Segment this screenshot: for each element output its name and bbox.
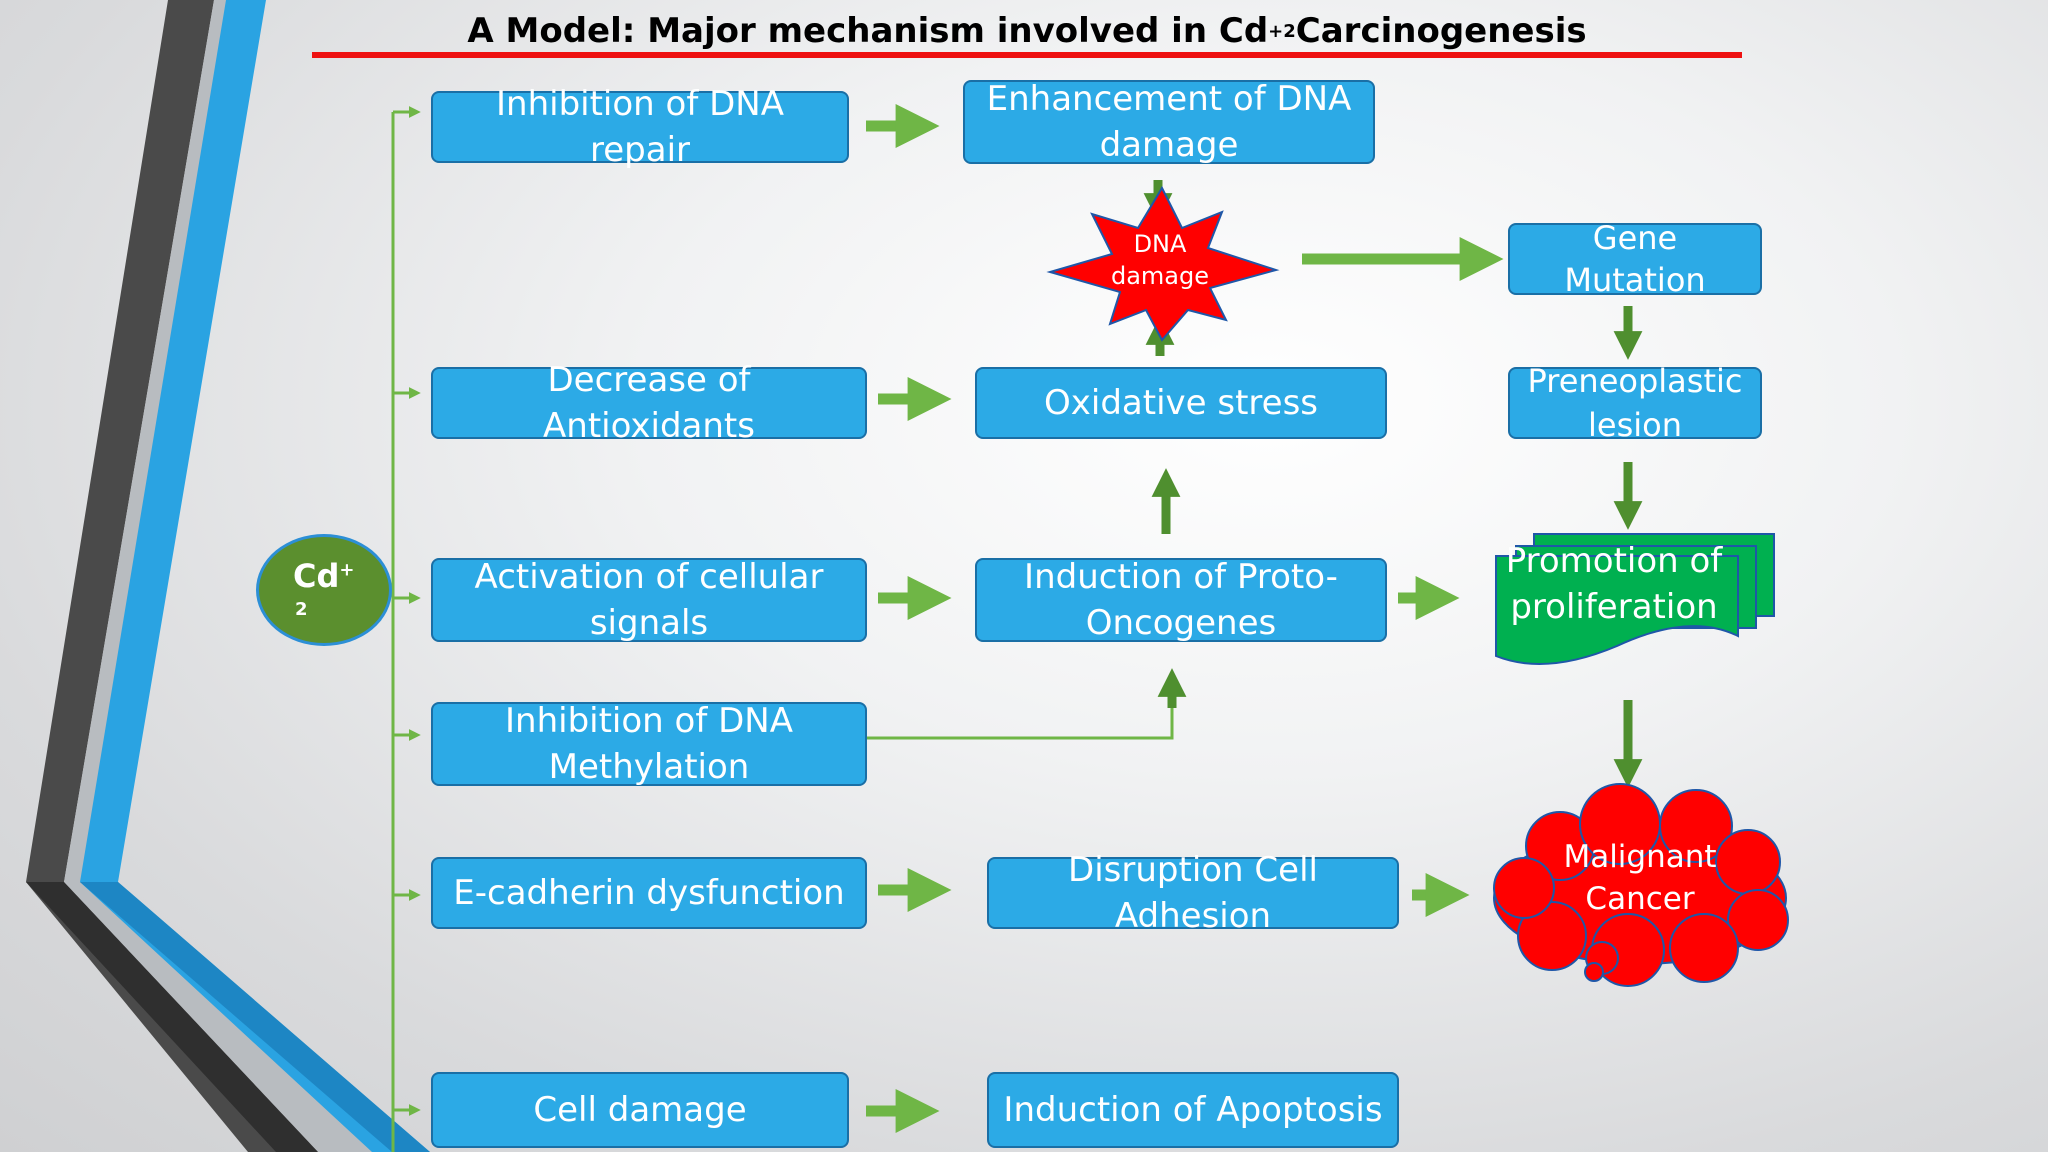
- box-decrease-antioxidants: Decrease of Antioxidants: [431, 360, 867, 446]
- malignant-cancer-cloud: [1493, 783, 1789, 987]
- cd-charge: +: [339, 559, 355, 581]
- box-oxidative-stress: Oxidative stress: [975, 367, 1387, 439]
- box-gene-mutation: Gene Mutation: [1508, 219, 1762, 299]
- cadmium-source-node: Cd+ 2: [256, 534, 392, 646]
- title-superscript: +2: [1268, 20, 1296, 42]
- vertical-arrows: [1143, 180, 1643, 788]
- box-inhibition-dna-repair: Inhibition of DNA repair: [431, 84, 849, 170]
- box-cell-damage: Cell damage: [431, 1072, 849, 1148]
- branch-arrows: [393, 106, 421, 1116]
- box-induction-proto-oncogenes: Induction of Proto-Oncogenes: [975, 557, 1387, 643]
- box-activation-cellular-signals: Activation of cellular signals: [431, 557, 867, 643]
- box-enhancement-dna-damage: Enhancement of DNA damage: [963, 79, 1375, 165]
- title-main: A Model: Major mechanism involved in Cd: [467, 11, 1269, 51]
- box-inhibition-dna-methylation: Inhibition of DNA Methylation: [431, 701, 867, 787]
- box-ecadherin-dysfunction: E-cadherin dysfunction: [431, 857, 867, 929]
- methylation-connector: [866, 700, 1174, 740]
- box-induction-apoptosis: Induction of Apoptosis: [987, 1072, 1399, 1148]
- horizontal-arrows: [866, 104, 1504, 1133]
- dna-damage-star: [1046, 185, 1280, 342]
- cd-subscript: 2: [295, 599, 308, 620]
- title-suffix: Carcinogenesis: [1295, 11, 1587, 51]
- malignant-cancer-label: Malignant Cancer: [1563, 839, 1717, 917]
- box-preneoplastic-lesion: Preneoplastic lesion: [1508, 362, 1762, 444]
- box-disruption-cell-adhesion: Disruption Cell Adhesion: [987, 850, 1399, 936]
- promotion-shape: [1495, 533, 1775, 665]
- cd-label: Cd: [293, 557, 340, 595]
- promotion-proliferation-label: Promotion of proliferation: [1505, 541, 1723, 627]
- page-title: A Model: Major mechanism involved in Cd+…: [312, 6, 1742, 56]
- dna-damage-label: DNA damage: [1110, 230, 1210, 290]
- title-underline: [312, 52, 1742, 58]
